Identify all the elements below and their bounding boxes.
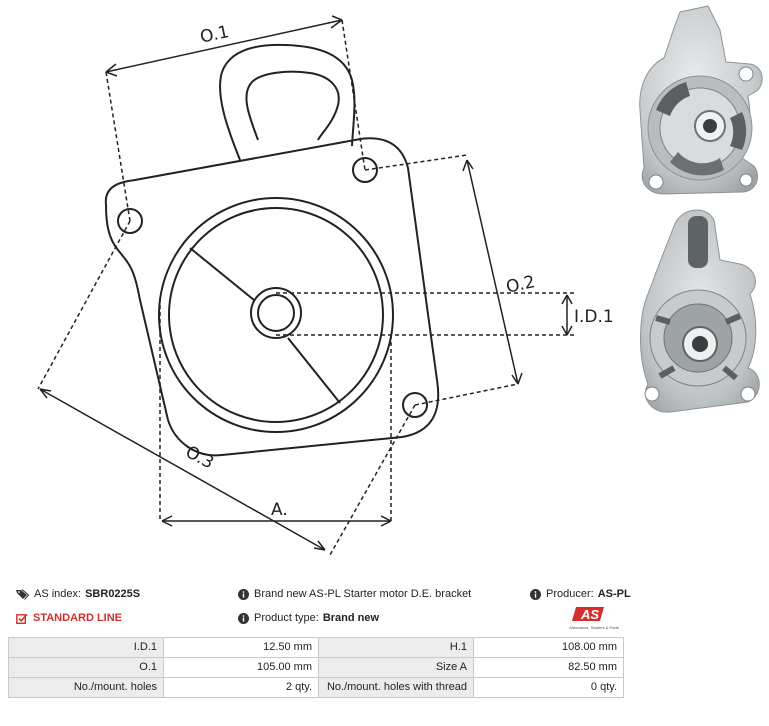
label-o2: O.2: [504, 272, 536, 298]
product-type: Product type: Brand new: [238, 612, 379, 624]
producer-value: AS-PL: [597, 588, 631, 600]
spec-label: Size A: [318, 657, 474, 678]
shaft-ring-inner: [257, 294, 295, 332]
shaft-ring-outer: [250, 287, 302, 339]
standard-line: STANDARD LINE: [16, 612, 122, 624]
spec-label: I.D.1: [8, 637, 164, 658]
technical-drawing: O.1 O.2 O.3 A. I.D.1: [37, 15, 614, 556]
info-icon: [238, 612, 249, 624]
spec-value: 82.50 mm: [473, 657, 624, 678]
product-type-value: Brand new: [322, 612, 380, 624]
checkbox-icon: [16, 613, 28, 624]
main-bore-inner: [168, 207, 384, 423]
producer-label: Producer:: [546, 588, 594, 600]
description-text: Brand new AS-PL Starter motor D.E. brack…: [254, 588, 472, 600]
mount-hole-top: [352, 157, 378, 183]
tag-icon: [16, 588, 29, 600]
product-description: Brand new AS-PL Starter motor D.E. brack…: [238, 588, 471, 600]
main-bore-outer: [158, 197, 394, 433]
as-index: AS index: SBR0225S: [16, 588, 140, 600]
label-o1: O.1: [198, 22, 230, 48]
as-index-value: SBR0225S: [85, 588, 141, 600]
product-type-label: Product type:: [254, 612, 319, 624]
top-lug-slot: [245, 70, 340, 141]
label-a: A.: [271, 500, 288, 520]
product-photo-rear: [640, 209, 760, 413]
mount-hole-bottom: [402, 392, 428, 418]
table-row: O.1 105.00 mm Size A 82.50 mm: [8, 657, 624, 678]
info-icon: [530, 588, 541, 600]
standard-line-label: STANDARD LINE: [33, 612, 123, 624]
producer: Producer: AS-PL: [530, 588, 631, 600]
spec-label: H.1: [318, 637, 474, 658]
logo-text: AS: [580, 607, 599, 622]
as-pl-logo: AS Alternators, Starters & Parts: [569, 607, 619, 630]
spec-label: No./mount. holes: [8, 677, 164, 698]
product-photo-front: [639, 5, 763, 195]
top-lug: [219, 43, 356, 161]
table-row: No./mount. holes 2 qty. No./mount. holes…: [8, 677, 624, 698]
spec-value: 12.50 mm: [163, 637, 319, 658]
spec-value: 2 qty.: [163, 677, 319, 698]
info-icon: [238, 588, 249, 600]
spec-table: I.D.1 12.50 mm H.1 108.00 mm O.1 105.00 …: [8, 637, 624, 698]
table-row: I.D.1 12.50 mm H.1 108.00 mm: [8, 637, 624, 658]
spec-value: 105.00 mm: [163, 657, 319, 678]
logo-tagline: Alternators, Starters & Parts: [569, 625, 619, 630]
spec-value: 0 qty.: [473, 677, 624, 698]
bracket-outline: [104, 137, 440, 457]
spec-label: No./mount. holes with thread: [318, 677, 474, 698]
as-index-label: AS index:: [34, 588, 82, 600]
spec-value: 108.00 mm: [473, 637, 624, 658]
mount-hole-left: [117, 208, 143, 234]
spec-label: O.1: [8, 657, 164, 678]
label-id1: I.D.1: [574, 307, 614, 327]
